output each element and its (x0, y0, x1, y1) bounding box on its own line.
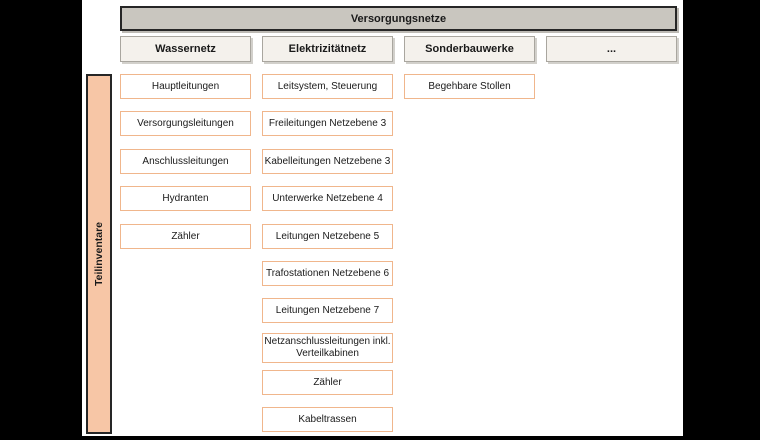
node-hauptleitungen: Hauptleitungen (120, 74, 251, 99)
column-header-sonderbauwerke: Sonderbauwerke (404, 36, 535, 62)
root-node: Versorgungsnetze (120, 6, 677, 31)
side-label-teilinventare: Teilinventare (86, 74, 112, 434)
node-trafostationen-netzebene-6: Trafostationen Netzebene 6 (262, 261, 393, 286)
node-anschlussleitungen: Anschlussleitungen (120, 149, 251, 174)
side-label-text: Teilinventare (93, 222, 105, 286)
column-header-more: ... (546, 36, 677, 62)
node-hydranten: Hydranten (120, 186, 251, 211)
node-versorgungsleitungen: Versorgungsleitungen (120, 111, 251, 136)
node-begehbare-stollen: Begehbare Stollen (404, 74, 535, 99)
node-unterwerke-netzebene-4: Unterwerke Netzebene 4 (262, 186, 393, 211)
column-header-wassernetz: Wassernetz (120, 36, 251, 62)
column-header-elektrizitaetnetz: Elektrizitätnetz (262, 36, 393, 62)
node-freileitungen-netzebene-3: Freileitungen Netzebene 3 (262, 111, 393, 136)
node-zaehler-elektrizitaet: Zähler (262, 370, 393, 395)
node-leitungen-netzebene-5: Leitungen Netzebene 5 (262, 224, 393, 249)
node-kabelleitungen-netzebene-3: Kabelleitungen Netzebene 3 (262, 149, 393, 174)
node-zaehler-wasser: Zähler (120, 224, 251, 249)
node-netzanschlussleitungen-verteilkabinen: Netzanschlussleitungen inkl. Verteilkabi… (262, 333, 393, 363)
diagram-slide: Versorgungsnetze Wassernetz Elektrizität… (82, 0, 683, 436)
node-kabeltrassen: Kabeltrassen (262, 407, 393, 432)
node-leitsystem-steuerung: Leitsystem, Steuerung (262, 74, 393, 99)
node-leitungen-netzebene-7: Leitungen Netzebene 7 (262, 298, 393, 323)
